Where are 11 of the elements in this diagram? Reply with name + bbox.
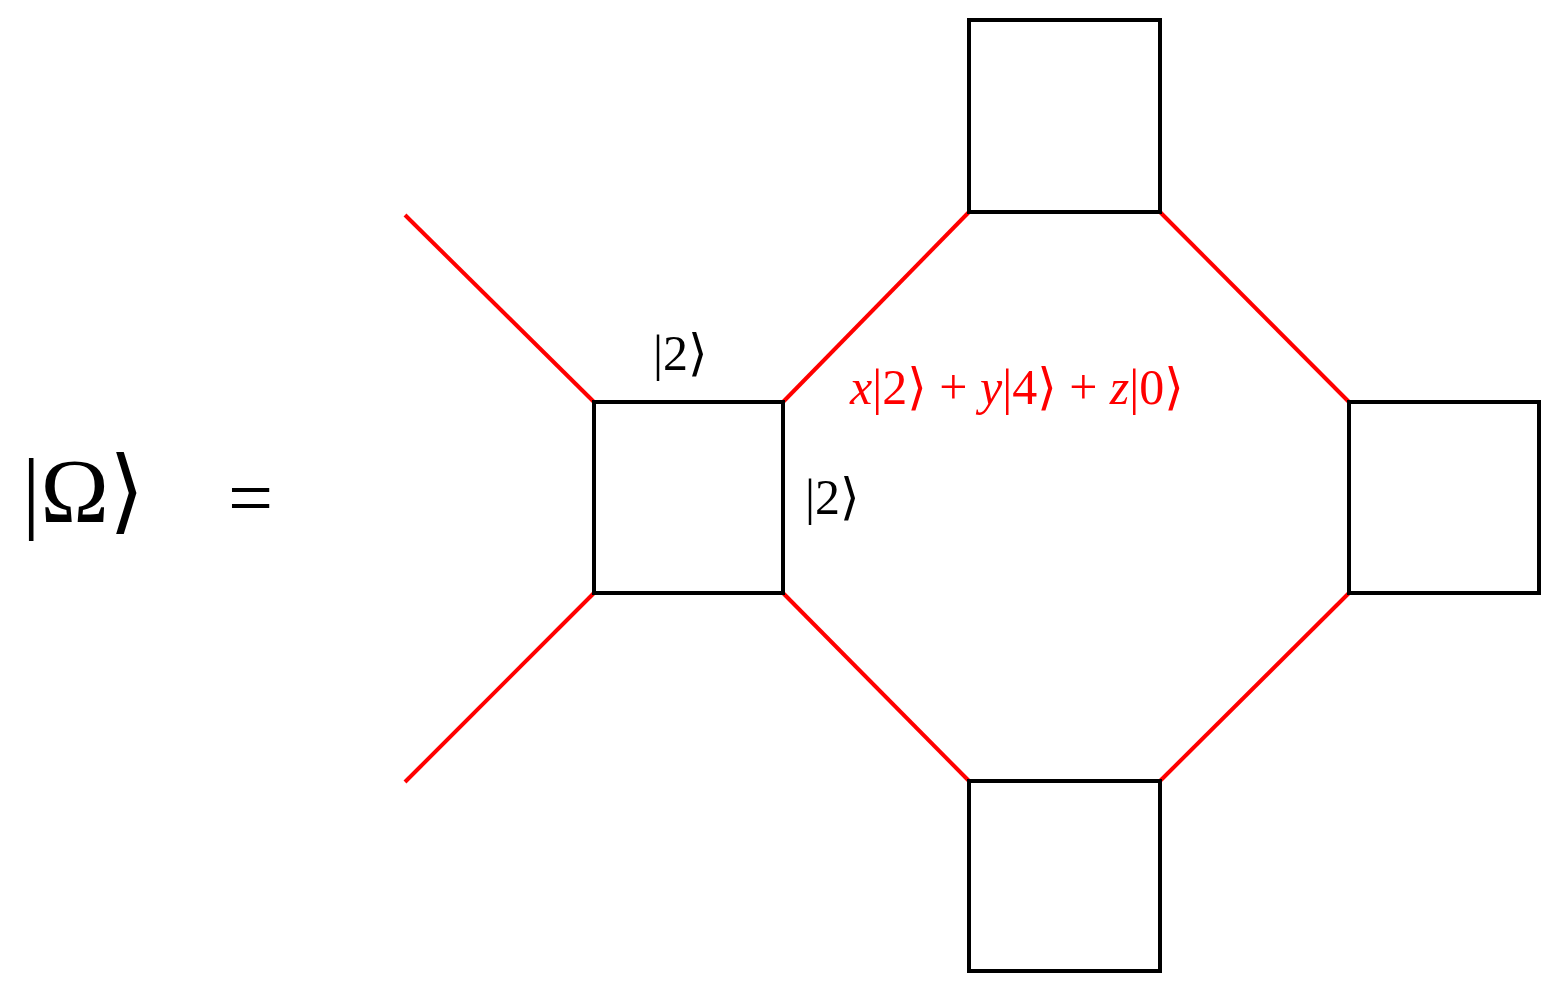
connector-line bbox=[781, 591, 971, 783]
tensor-box bbox=[592, 400, 785, 595]
connector-line bbox=[403, 213, 596, 404]
tensor-box bbox=[1347, 400, 1541, 595]
connector-line bbox=[403, 591, 596, 784]
connector-line bbox=[1158, 210, 1351, 404]
connector-line bbox=[781, 210, 971, 404]
tensor-box bbox=[967, 18, 1162, 214]
equals-sign: = bbox=[228, 458, 274, 538]
tensor-box bbox=[967, 779, 1162, 973]
connector-line bbox=[1158, 591, 1351, 783]
